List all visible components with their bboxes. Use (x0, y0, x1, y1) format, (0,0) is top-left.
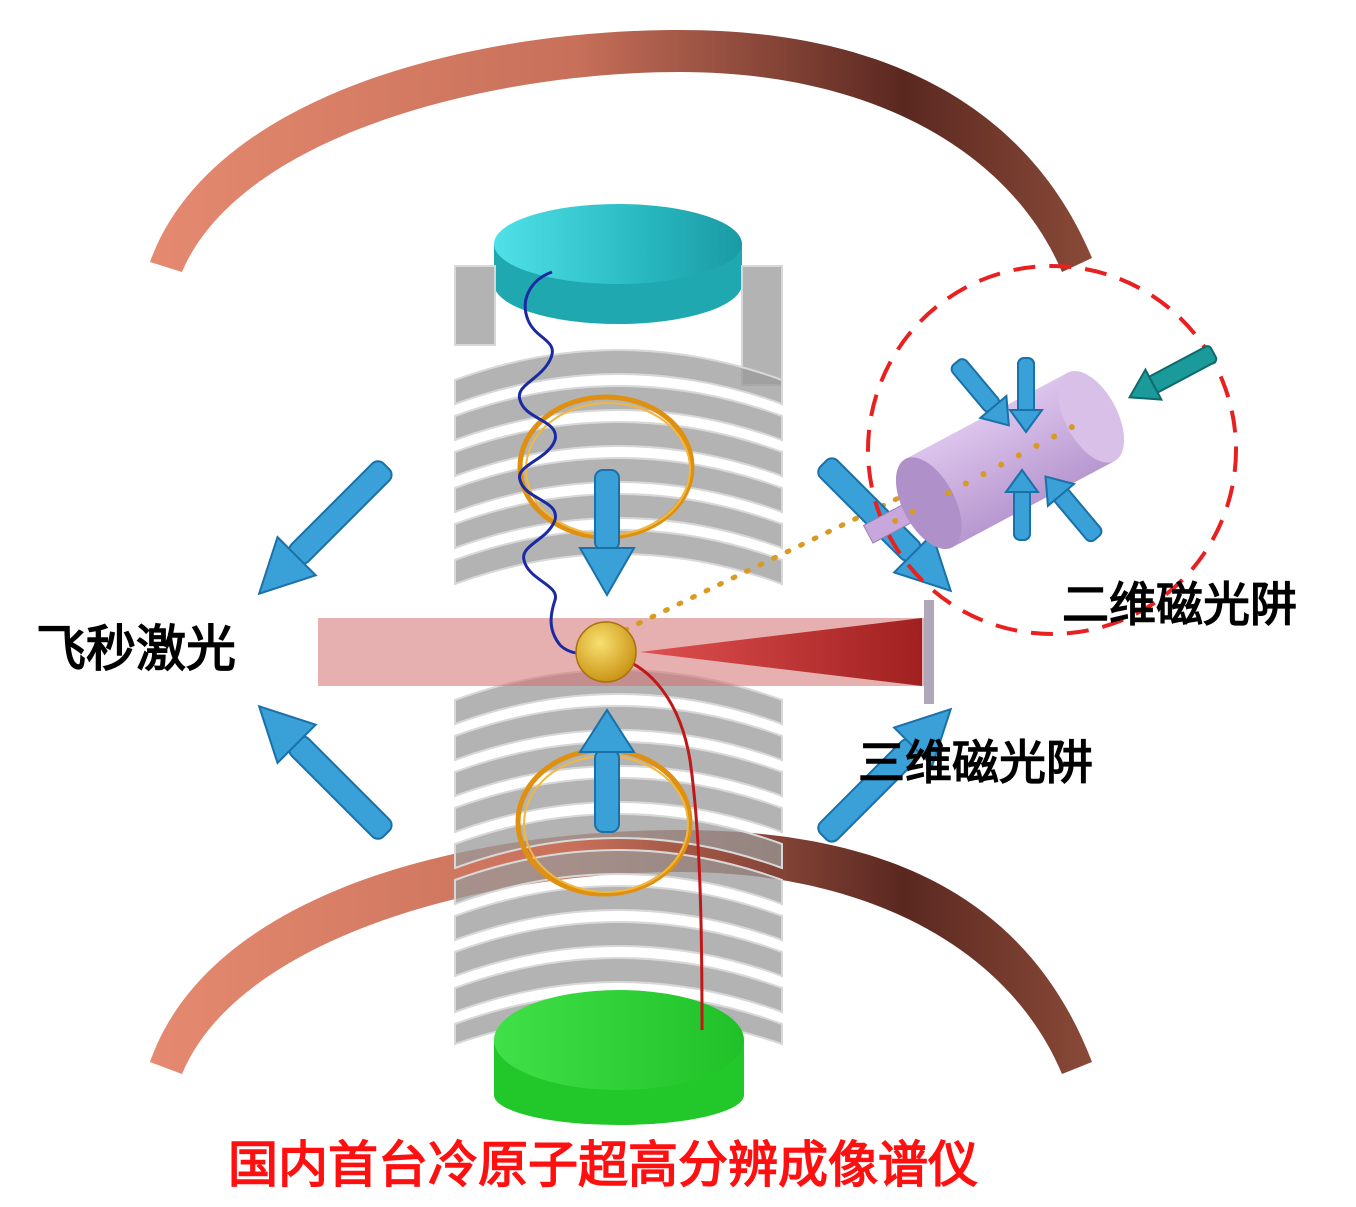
mot-2d-cylinder (905, 372, 1115, 548)
push-beam-cone (640, 618, 922, 686)
top-detector (494, 204, 742, 324)
mot-2d-dashed-circle (866, 264, 1238, 636)
ion-trajectory (619, 656, 704, 1031)
mot-2d-inset (862, 264, 1238, 636)
mot-3d-label: 三维磁光阱 (858, 736, 1093, 791)
bottom-detector (494, 990, 744, 1125)
cooling-beam-top-right (817, 457, 953, 593)
cooling-beam-bottom-left (257, 704, 393, 840)
beam-plate (924, 600, 934, 704)
mot-2d-push-beam (1127, 345, 1218, 401)
figure-caption: 国内首台冷原子超高分辨成像谱仪 (228, 1136, 978, 1194)
cooling-beam-top (578, 469, 636, 598)
mot-2d-label: 二维磁光阱 (1062, 578, 1297, 633)
top-copper-coil (150, 30, 1092, 272)
atom-cloud-icon (575, 621, 637, 683)
cooling-beam-top-left (257, 460, 393, 596)
cooling-beams (257, 457, 953, 843)
bottom-copper-coil (150, 830, 1092, 1074)
electron-trajectory (517, 270, 601, 656)
cooling-beam-bottom-right (817, 707, 953, 843)
cooling-beam-bottom (578, 708, 636, 833)
femtosecond-laser-label: 飞秒激光 (36, 620, 236, 678)
